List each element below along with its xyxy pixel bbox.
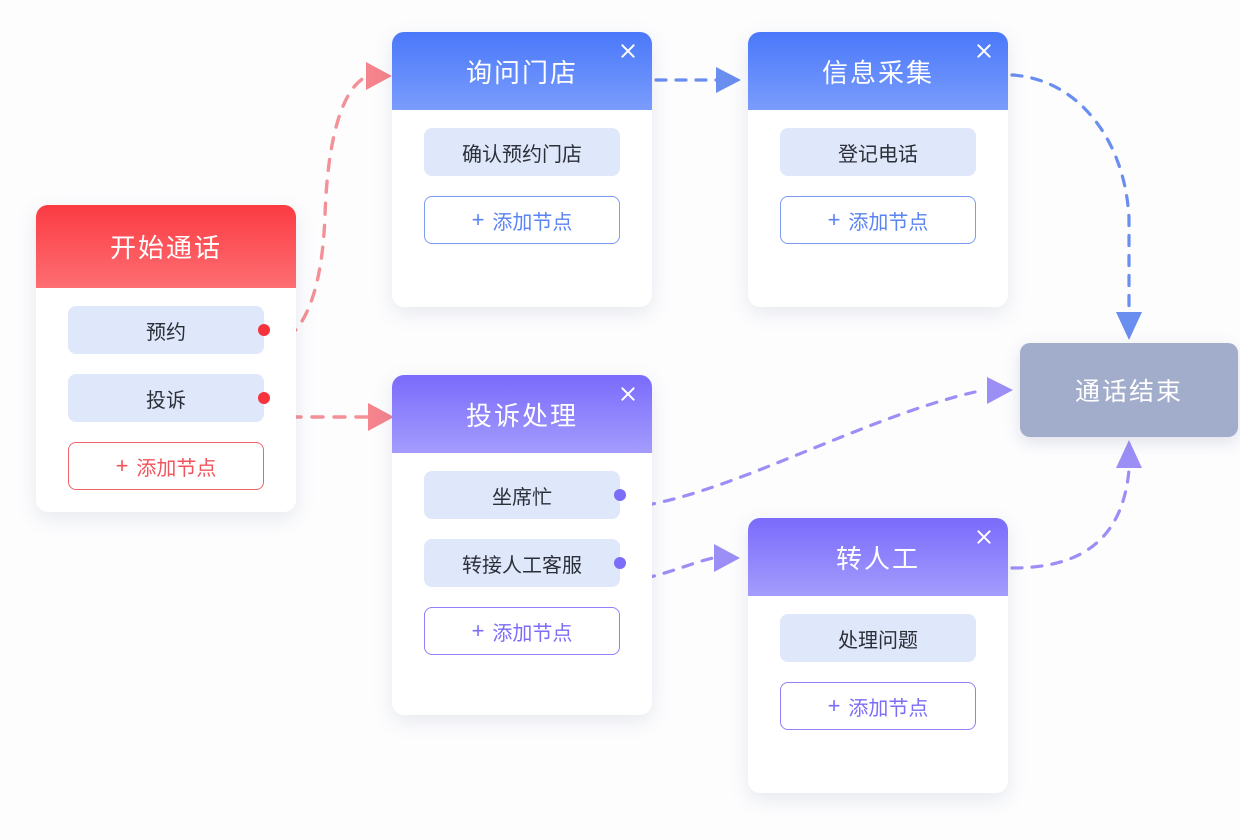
add-node-button-collect-info[interactable]: + 添加节点 bbox=[780, 196, 976, 244]
output-port-agent-busy[interactable] bbox=[614, 489, 626, 501]
output-port-appointment[interactable] bbox=[258, 324, 270, 336]
option-complaint-label: 投诉 bbox=[146, 389, 186, 412]
add-node-button-ask-store[interactable]: + 添加节点 bbox=[424, 196, 620, 244]
output-port-complaint[interactable] bbox=[258, 392, 270, 404]
option-appointment-label: 预约 bbox=[146, 321, 186, 344]
close-icon[interactable] bbox=[618, 41, 638, 61]
option-complaint[interactable]: 投诉 bbox=[68, 374, 270, 422]
option-handle-issue[interactable]: 处理问题 bbox=[780, 614, 976, 662]
edge-ask-store-to-collect-info bbox=[654, 67, 741, 93]
node-ask-store[interactable]: 询问门店 确认预约门店 + 添加节点 bbox=[392, 32, 652, 307]
edge-agent-node-to-call-end bbox=[1010, 440, 1142, 570]
option-register-phone-label: 登记电话 bbox=[838, 143, 918, 166]
add-node-button-label: 添加节点 bbox=[492, 622, 573, 645]
node-transfer-agent-header: 转人工 bbox=[748, 518, 1008, 596]
edge-agent-busy-to-call-end bbox=[623, 377, 1013, 510]
node-complaint-handling-body: 坐席忙 转接人工客服 + 添加节点 bbox=[392, 453, 652, 677]
add-node-button-complaint-handling[interactable]: + 添加节点 bbox=[424, 607, 620, 655]
node-collect-info-title: 信息采集 bbox=[821, 57, 934, 88]
plus-icon: + bbox=[827, 693, 841, 718]
close-icon[interactable] bbox=[974, 41, 994, 61]
node-complaint-handling-header: 投诉处理 bbox=[392, 375, 652, 453]
node-transfer-agent-title: 转人工 bbox=[835, 543, 920, 574]
node-complaint-handling[interactable]: 投诉处理 坐席忙 转接人工客服 + 添加节点 bbox=[392, 375, 652, 715]
plus-icon: + bbox=[471, 618, 485, 643]
close-icon[interactable] bbox=[618, 384, 638, 404]
node-start-call-header: 开始通话 bbox=[36, 205, 296, 288]
node-complaint-handling-title: 投诉处理 bbox=[465, 400, 578, 431]
option-confirm-store[interactable]: 确认预约门店 bbox=[424, 128, 620, 176]
add-node-button-label: 添加节点 bbox=[136, 457, 217, 480]
option-confirm-store-label: 确认预约门店 bbox=[462, 143, 582, 166]
node-ask-store-title: 询问门店 bbox=[465, 57, 578, 88]
plus-icon: + bbox=[471, 207, 485, 232]
plus-icon: + bbox=[827, 207, 841, 232]
option-handle-issue-label: 处理问题 bbox=[838, 629, 918, 652]
option-agent-busy[interactable]: 坐席忙 bbox=[424, 471, 626, 519]
add-node-button-label: 添加节点 bbox=[492, 211, 573, 234]
edge-collect-info-to-call-end bbox=[1010, 73, 1142, 340]
option-transfer-to-human-label: 转接人工客服 bbox=[462, 554, 582, 577]
node-transfer-agent-body: 处理问题 + 添加节点 bbox=[748, 596, 1008, 752]
add-node-button-label: 添加节点 bbox=[848, 211, 929, 234]
option-appointment[interactable]: 预约 bbox=[68, 306, 270, 354]
node-transfer-agent[interactable]: 转人工 处理问题 + 添加节点 bbox=[748, 518, 1008, 793]
node-start-call[interactable]: 开始通话 预约 投诉 + 添加节点 bbox=[36, 205, 296, 512]
option-register-phone[interactable]: 登记电话 bbox=[780, 128, 976, 176]
node-collect-info-header: 信息采集 bbox=[748, 32, 1008, 110]
node-collect-info[interactable]: 信息采集 登记电话 + 添加节点 bbox=[748, 32, 1008, 307]
node-ask-store-body: 确认预约门店 + 添加节点 bbox=[392, 110, 652, 266]
add-node-button-transfer-agent[interactable]: + 添加节点 bbox=[780, 682, 976, 730]
add-node-button-label: 添加节点 bbox=[848, 697, 929, 720]
node-ask-store-header: 询问门店 bbox=[392, 32, 652, 110]
node-collect-info-body: 登记电话 + 添加节点 bbox=[748, 110, 1008, 266]
add-node-button-start-call[interactable]: + 添加节点 bbox=[68, 442, 264, 490]
node-start-call-body: 预约 投诉 + 添加节点 bbox=[36, 288, 296, 512]
close-icon[interactable] bbox=[974, 527, 994, 547]
node-start-call-title: 开始通话 bbox=[109, 233, 222, 263]
node-call-end-label: 通话结束 bbox=[1074, 378, 1183, 406]
plus-icon: + bbox=[115, 453, 129, 478]
node-call-end[interactable]: 通话结束 bbox=[1020, 343, 1238, 437]
output-port-transfer-to-human[interactable] bbox=[614, 557, 626, 569]
option-agent-busy-label: 坐席忙 bbox=[492, 486, 552, 509]
option-transfer-to-human[interactable]: 转接人工客服 bbox=[424, 539, 626, 587]
